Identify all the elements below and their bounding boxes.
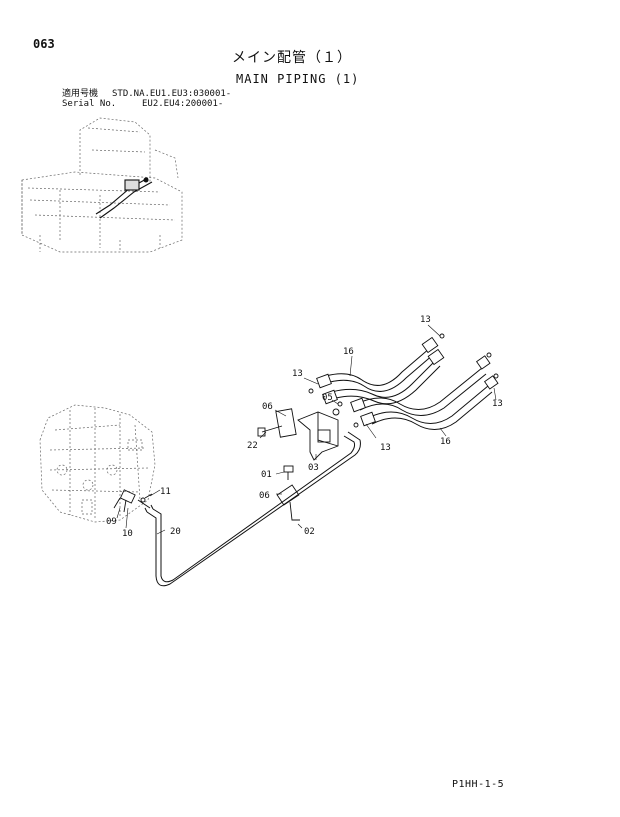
callout-03: 03 — [308, 463, 319, 473]
pipe-20 — [137, 431, 361, 587]
callout-11: 11 — [160, 487, 171, 497]
control-valve-sketch — [39, 404, 156, 523]
callout-09: 09 — [106, 517, 117, 527]
callout-13-top: 13 — [420, 315, 431, 325]
title-english: MAIN PIPING (1) — [236, 72, 360, 86]
hose-16-upper — [325, 347, 441, 405]
serial-line-1: STD.NA.EU1.EU3:030001- — [112, 89, 232, 99]
page-number: 063 — [33, 37, 55, 51]
callout-13-left: 13 — [292, 369, 303, 379]
callout-02: 02 — [304, 527, 315, 537]
callout-13-bottom: 13 — [380, 443, 391, 453]
callout-06-upper: 06 — [262, 402, 273, 412]
callout-16-lower: 16 — [440, 437, 451, 447]
machine-overview-sketch — [21, 117, 183, 253]
serial-label-japanese: 適用号機 — [62, 89, 99, 99]
callout-10: 10 — [122, 529, 133, 539]
hose-fittings-13 — [308, 333, 499, 428]
clamp-02 — [276, 465, 300, 521]
serial-label-english: Serial No. — [62, 99, 117, 109]
callout-06-lower: 06 — [259, 491, 270, 501]
overview-highlighted-piping — [95, 177, 153, 219]
callout-16-upper: 16 — [343, 347, 354, 357]
callout-01: 01 — [261, 470, 272, 480]
leader-lines — [116, 324, 497, 535]
footer-code: P1HH-1-5 — [452, 779, 505, 790]
fittings-09-10-11 — [113, 489, 153, 513]
serial-line-2: EU2.EU4:200001- — [142, 99, 224, 109]
title-japanese: メイン配管（１） — [232, 50, 352, 66]
callout-05: 05 — [322, 393, 333, 403]
callout-22: 22 — [247, 441, 258, 451]
hose-16-lower — [355, 367, 493, 430]
bracket-03 — [257, 408, 339, 461]
callout-20: 20 — [170, 527, 181, 537]
callout-13-right: 13 — [492, 399, 503, 409]
